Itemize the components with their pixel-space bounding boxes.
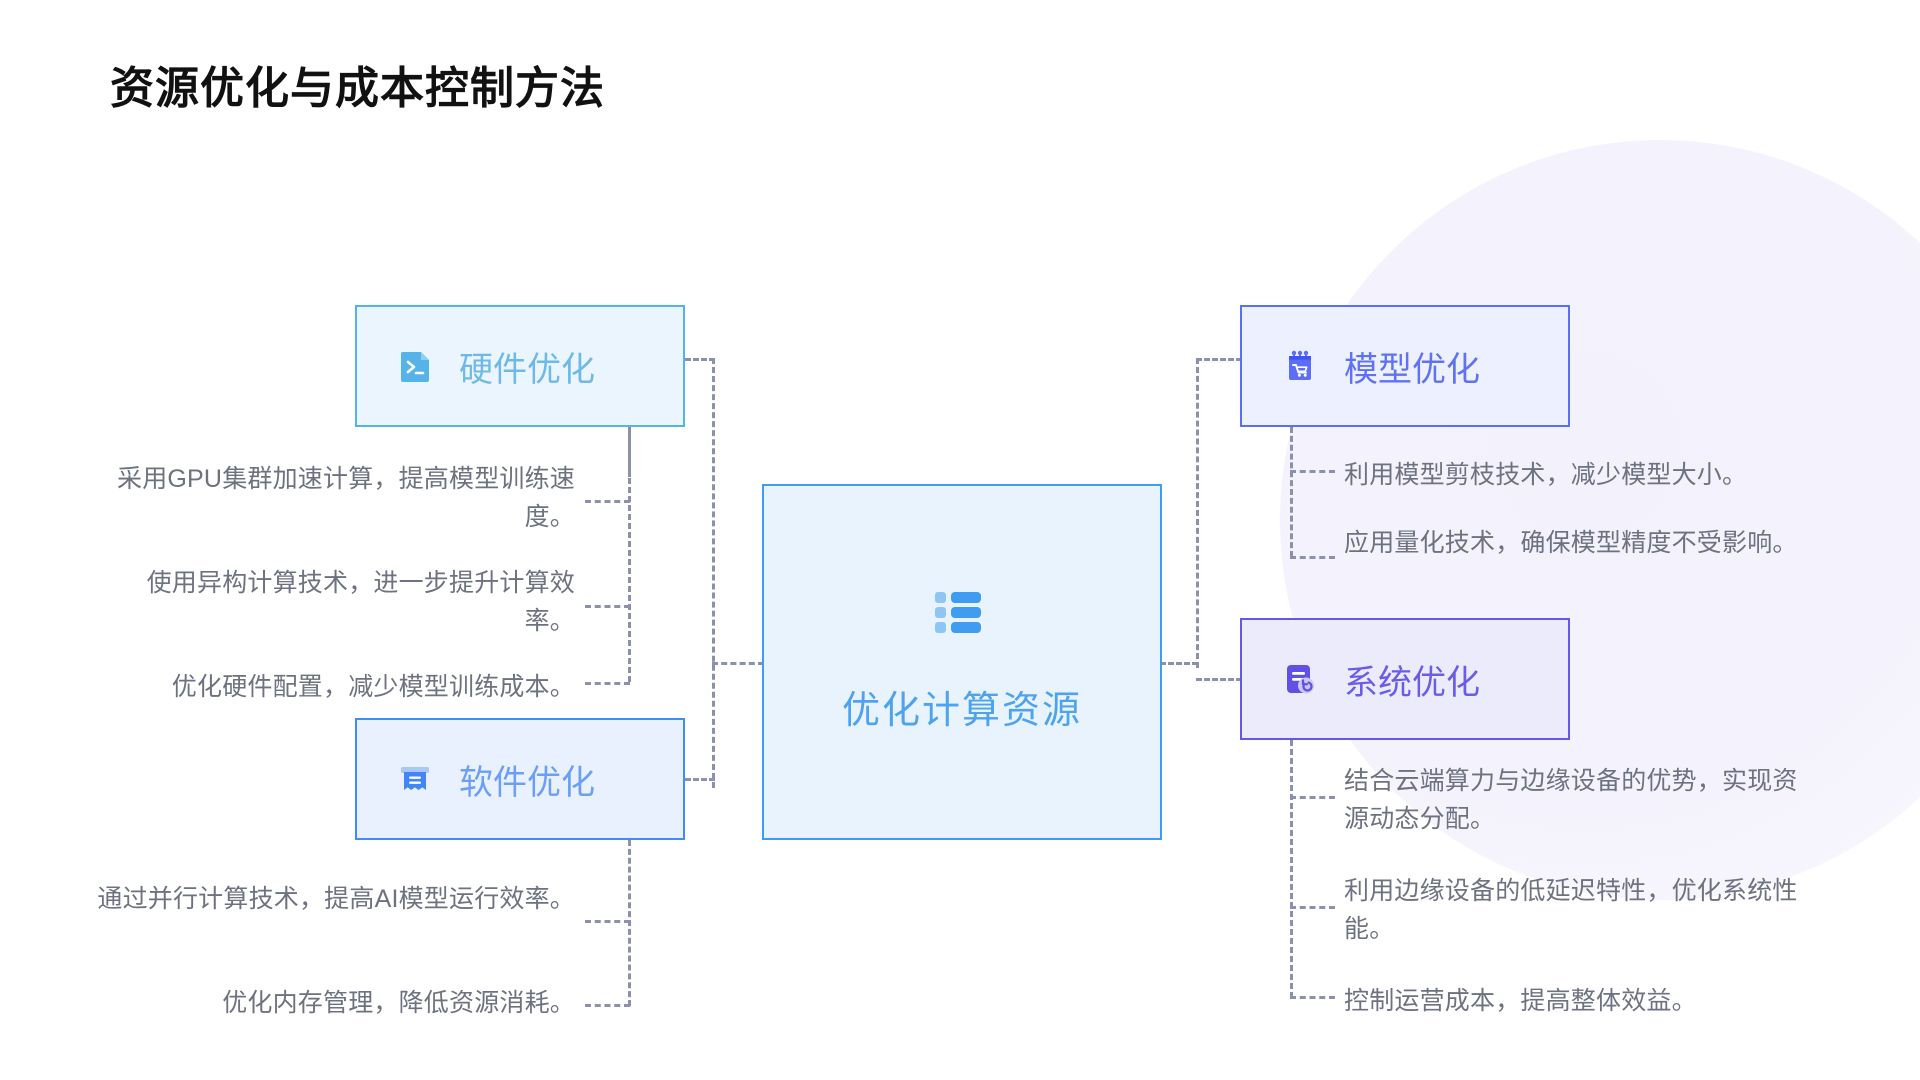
- document-undo-icon: [1282, 661, 1318, 697]
- node-model-optimization[interactable]: 模型优化: [1240, 305, 1570, 427]
- leaf-hardware-1: 采用GPU集群加速计算，提高模型训练速度。: [117, 465, 575, 531]
- connector-rail-to-sy: [1196, 678, 1242, 681]
- connector-hw-trunk: [628, 427, 631, 477]
- connector-sw-items-spine: [628, 840, 631, 1006]
- leaf-hardware-2: 使用异构计算技术，进一步提升计算效率。: [146, 569, 575, 635]
- leaf-software-1: 通过并行计算技术，提高AI模型运行效率。: [97, 885, 575, 913]
- connector-md-item-1: [1290, 470, 1335, 473]
- connector-rail-to-center: [712, 662, 764, 665]
- connector-sy-items-spine: [1290, 740, 1293, 998]
- leaf-system-1: 结合云端算力与边缘设备的优势，实现资源动态分配。: [1344, 767, 1798, 833]
- connector-sy-item-2: [1290, 906, 1335, 909]
- connector-sw-to-rail: [685, 778, 715, 781]
- connector-right-rail: [1196, 358, 1199, 668]
- list-icon: [935, 591, 989, 635]
- connector-hw-item-2: [585, 605, 630, 608]
- node-label: 模型优化: [1344, 350, 1480, 389]
- cart-calendar-icon: [1282, 348, 1318, 384]
- connector-sy-item-1: [1290, 796, 1335, 799]
- leaf-model-1: 利用模型剪枝技术，减少模型大小。: [1344, 461, 1748, 489]
- connector-hw-item-1: [585, 500, 630, 503]
- node-center-optimize-compute-resources[interactable]: 优化计算资源: [762, 484, 1162, 840]
- connector-sy-item-3: [1290, 996, 1335, 999]
- node-label: 硬件优化: [459, 350, 595, 389]
- connector-hw-items-spine: [628, 460, 631, 682]
- page-title: 资源优化与成本控制方法: [110, 64, 605, 113]
- connector-left-rail: [712, 358, 715, 788]
- node-software-optimization[interactable]: 软件优化: [355, 718, 685, 840]
- node-label: 软件优化: [459, 763, 595, 802]
- connector-center-to-rail: [1160, 662, 1198, 665]
- connector-rail-to-md: [1196, 358, 1242, 361]
- terminal-icon: [397, 348, 433, 384]
- leaf-model-2: 应用量化技术，确保模型精度不受影响。: [1344, 529, 1798, 557]
- receipt-icon: [397, 761, 433, 797]
- node-label: 系统优化: [1344, 663, 1480, 702]
- connector-md-items-spine: [1290, 427, 1293, 557]
- node-system-optimization[interactable]: 系统优化: [1240, 618, 1570, 740]
- connector-hw-to-rail: [685, 358, 715, 361]
- connector-sw-item-1: [585, 920, 630, 923]
- leaf-software-2: 优化内存管理，降低资源消耗。: [222, 989, 575, 1017]
- connector-md-item-2: [1290, 556, 1335, 559]
- node-hardware-optimization[interactable]: 硬件优化: [355, 305, 685, 427]
- connector-hw-item-3: [585, 682, 630, 685]
- center-node-label: 优化计算资源: [841, 689, 1082, 732]
- connector-sw-item-2: [585, 1004, 630, 1007]
- leaf-hardware-3: 优化硬件配置，减少模型训练成本。: [171, 673, 575, 701]
- leaf-system-2: 利用边缘设备的低延迟特性，优化系统性能。: [1344, 877, 1798, 943]
- leaf-system-3: 控制运营成本，提高整体效益。: [1344, 987, 1697, 1015]
